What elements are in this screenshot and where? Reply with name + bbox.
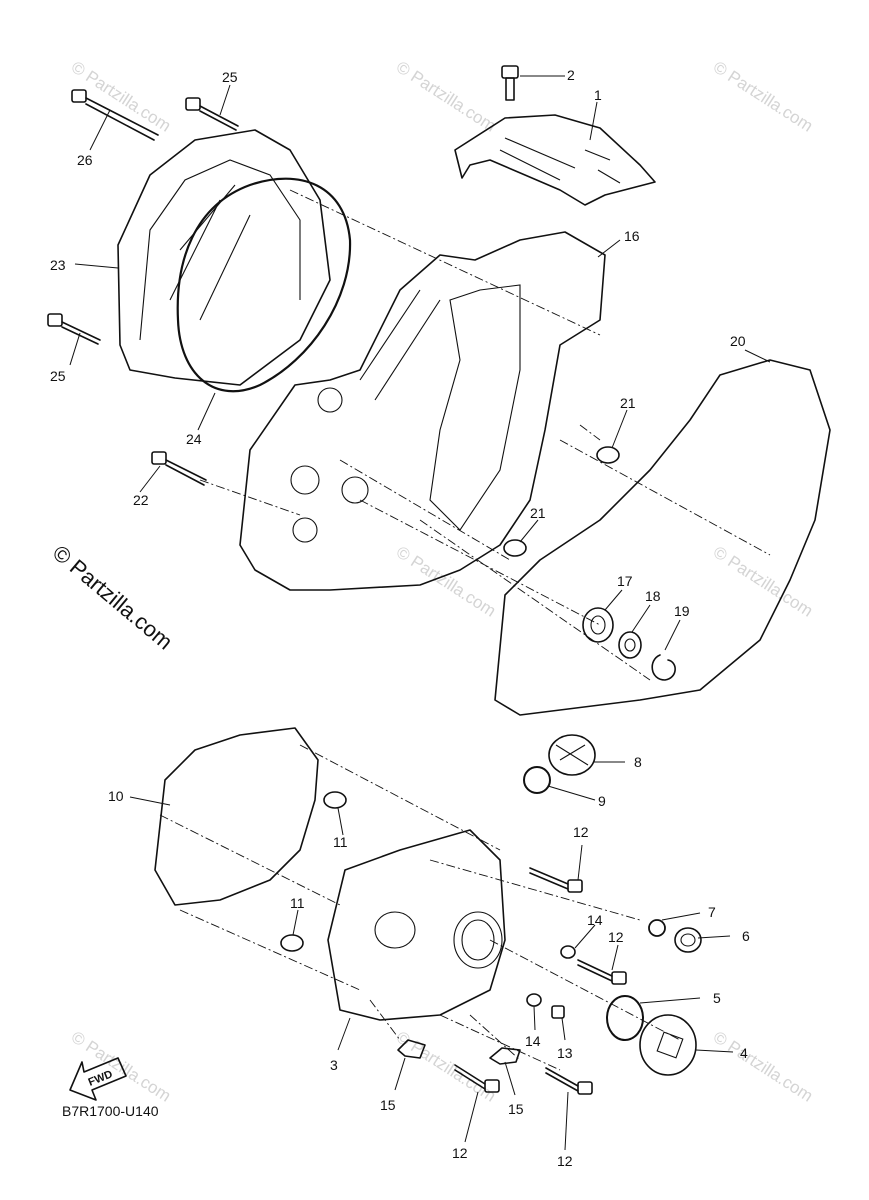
callout-18: 18 <box>645 588 661 604</box>
callout-12b: 12 <box>608 929 624 945</box>
part-bolts-12 <box>454 867 627 1095</box>
part-bolts-upper <box>47 89 239 345</box>
callout-4: 4 <box>740 1045 748 1061</box>
callout-20: 20 <box>730 333 746 349</box>
part-cover-o-ring <box>176 177 352 393</box>
part-plug-4 <box>639 1014 697 1076</box>
watermark: © Partzilla.com <box>393 1027 499 1105</box>
callout-14a: 14 <box>587 912 603 928</box>
callout-13: 13 <box>557 1045 573 1061</box>
part-o-ring-5 <box>606 995 644 1041</box>
callout-14b: 14 <box>525 1033 541 1049</box>
part-dowels-lower <box>280 791 347 952</box>
callout-15b: 15 <box>508 1101 524 1117</box>
callout-1: 1 <box>594 87 602 103</box>
callout-25b: 25 <box>50 368 66 384</box>
part-bolt-22 <box>151 451 207 486</box>
part-clutch-gasket <box>154 727 319 906</box>
callout-12a: 12 <box>573 824 589 840</box>
callout-26: 26 <box>77 152 93 168</box>
callout-3: 3 <box>330 1057 338 1073</box>
callout-numbers: 1 2 3 4 5 6 7 8 9 10 11 11 12 12 12 12 1… <box>50 67 750 1169</box>
callout-25a: 25 <box>222 69 238 85</box>
callout-21a: 21 <box>620 395 636 411</box>
part-clamps-15 <box>397 1039 521 1065</box>
callout-2: 2 <box>567 67 575 83</box>
callout-11b: 11 <box>290 895 305 911</box>
callout-19: 19 <box>674 603 690 619</box>
part-crankcase-gasket <box>494 359 831 716</box>
watermark: © Partzilla.com <box>710 57 816 135</box>
part-outer-cover <box>117 129 331 386</box>
part-seal-washer-clip <box>582 607 676 681</box>
callout-9: 9 <box>598 793 606 809</box>
part-o-ring-9 <box>523 766 551 794</box>
leader-lines <box>69 75 771 1151</box>
part-dowels-upper <box>503 446 620 557</box>
part-o-ring-7 <box>648 919 666 937</box>
callout-17: 17 <box>617 573 633 589</box>
callout-12c: 12 <box>452 1145 468 1161</box>
callout-22: 22 <box>133 492 149 508</box>
callout-7: 7 <box>708 904 716 920</box>
watermark: © Partzilla.com <box>393 542 499 620</box>
callout-10: 10 <box>108 788 124 804</box>
callout-23: 23 <box>50 257 66 273</box>
callout-24: 24 <box>186 431 202 447</box>
callout-8: 8 <box>634 754 642 770</box>
part-guard <box>454 114 656 206</box>
diagram-code: B7R1700-U140 <box>62 1103 159 1119</box>
callout-15a: 15 <box>380 1097 396 1113</box>
callout-11a: 11 <box>333 834 348 850</box>
watermarks: © Partzilla.com © Partzilla.com © Partzi… <box>68 57 816 1105</box>
part-bolt-2 <box>501 65 519 101</box>
callout-12d: 12 <box>557 1153 573 1169</box>
part-clutch-cover <box>327 829 506 1021</box>
watermark: © Partzilla.com <box>68 57 174 135</box>
alignment-lines <box>159 189 771 1071</box>
part-plug-8 <box>548 734 596 776</box>
callout-5: 5 <box>713 990 721 1006</box>
watermark: © Partzilla.com <box>393 57 499 135</box>
part-crankcase-cover <box>239 231 606 591</box>
watermark: © Partzilla.com <box>710 1027 816 1105</box>
callout-16: 16 <box>624 228 640 244</box>
callout-6: 6 <box>742 928 750 944</box>
callout-21b: 21 <box>530 505 546 521</box>
part-plug-6 <box>674 927 702 953</box>
